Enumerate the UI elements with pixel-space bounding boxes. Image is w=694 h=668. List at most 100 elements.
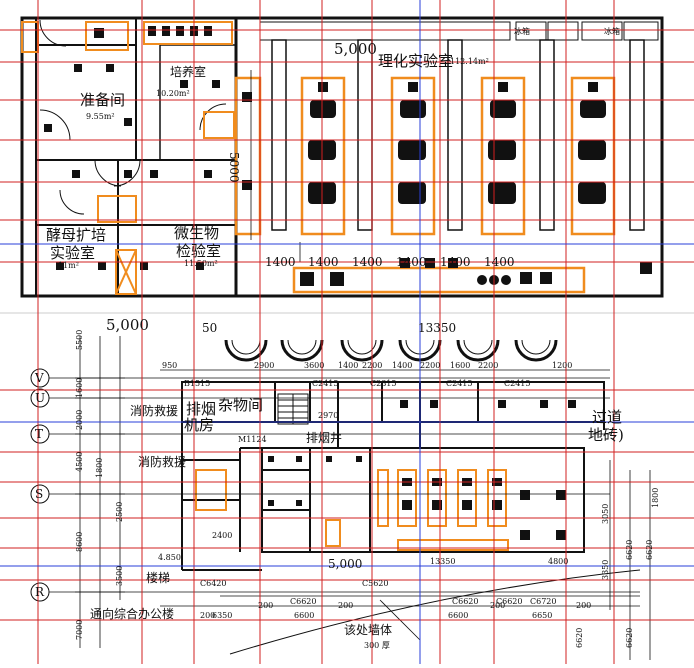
dim-5000-b: 5,000 — [328, 557, 363, 571]
yeast-lab-label-2: 实验室 — [50, 244, 96, 262]
culture-room-label: 培养室 — [170, 65, 207, 79]
corridor-label-2: 地砖) — [588, 426, 624, 444]
wall-thickness-label: 300 厚 — [364, 641, 390, 650]
lab-bench — [390, 76, 436, 236]
bottom-dim: 200 — [258, 601, 274, 610]
top-dim-5000: 5,000 — [334, 40, 377, 58]
right-dim: 6620 — [625, 627, 634, 648]
left-dim: 5500 — [75, 329, 84, 350]
dim-50: 50 — [202, 321, 218, 335]
lab-bench — [300, 76, 346, 236]
equipment-bench — [203, 111, 235, 139]
top-dim: 1400 — [338, 361, 359, 370]
micro-lab-area: 11.50m² — [184, 259, 218, 268]
dim-13350: 13350 — [418, 321, 457, 335]
window-code: C2415 — [504, 379, 531, 388]
lab-bench — [480, 76, 526, 236]
fire-pump-label: 消防救援 — [130, 404, 179, 418]
top-lab-bench-equipment — [242, 82, 652, 286]
left-dim-column — [75, 336, 125, 648]
fire-pump-label-2: 消防救援 — [138, 455, 187, 469]
window-code: C6720 — [530, 597, 557, 606]
yeast-lab-label-1: 酵母扩培 — [46, 226, 107, 244]
door-code: M1124 — [238, 435, 267, 444]
axis-s: S — [35, 487, 44, 501]
top-dim: 3600 — [304, 361, 325, 370]
dim-1400: 1400 — [265, 255, 296, 269]
axis-u: U — [35, 391, 46, 405]
left-dim: 4500 — [75, 451, 84, 472]
window-code: C6620 — [290, 597, 317, 606]
bottom-dim: 6600 — [294, 611, 315, 620]
left-dim: 2500 — [115, 501, 124, 522]
left-dim: 7000 — [75, 619, 84, 640]
bottom-tanks — [224, 339, 558, 362]
dim-1400: 1400 — [396, 255, 427, 269]
top-dim: 2200 — [478, 361, 499, 370]
stair — [277, 393, 309, 425]
top-dim-5000-vertical: 5000 — [227, 152, 241, 183]
door-arc — [39, 19, 67, 47]
bottom-dim: 200 — [576, 601, 592, 610]
left-dim: 2000 — [75, 409, 84, 430]
dim-3350: 3350 — [601, 559, 610, 580]
culture-room-area: 10.20m² — [156, 89, 190, 98]
window-code: C6620 — [452, 597, 479, 606]
micro-lab-label-2: 检验室 — [176, 242, 222, 260]
smoke-room-label-2: 机房 — [184, 416, 215, 434]
bottom-curve-wall — [229, 569, 641, 655]
prep-room-label: 准备间 — [80, 91, 126, 109]
top-dim: 1400 — [392, 361, 413, 370]
dim-1800: 1800 — [651, 487, 660, 508]
window-code: C2415 — [312, 379, 339, 388]
top-lab-columns — [271, 39, 645, 231]
fridge-label: 冰箱 — [514, 27, 530, 36]
axis-bubbles — [30, 368, 50, 602]
dim-1400: 1400 — [308, 255, 339, 269]
smoke-shaft-label: 排烟井 — [306, 431, 343, 445]
dim-1400: 1400 — [352, 255, 383, 269]
bottom-dim: 6600 — [448, 611, 469, 620]
window-code: B1515 — [184, 379, 211, 388]
door-arc — [59, 189, 85, 215]
axis-v: V — [35, 371, 44, 385]
bottom-dim: 200 — [490, 601, 506, 610]
dim-4850: 4.850 — [158, 553, 181, 562]
window-code: C2815 — [370, 379, 397, 388]
right-dim: 6620 — [645, 539, 654, 560]
chem-lab-area: 112.14m² — [450, 57, 489, 66]
window-code: C2415 — [446, 379, 473, 388]
axis-t: T — [35, 427, 44, 441]
axis-r: R — [35, 585, 45, 599]
prep-room-area: 9.55m² — [86, 112, 115, 121]
storage-label: 杂物间 — [218, 396, 264, 414]
bottom-dim: 6350 — [212, 611, 233, 620]
window-code: C6620 — [496, 597, 523, 606]
left-dim: 8600 — [75, 531, 84, 552]
yeast-lab-area: 11m² — [58, 261, 79, 270]
smoke-room-label-1: 排烟 — [186, 400, 217, 418]
right-dim: 6620 — [575, 627, 584, 648]
top-plan — [20, 16, 664, 298]
chem-lab-label: 理化实验室 — [378, 52, 454, 70]
equipment-bench — [143, 21, 233, 45]
window-code: C6420 — [200, 579, 227, 588]
lab-bench-bottom — [292, 266, 586, 294]
equipment-bench — [85, 21, 129, 51]
top-dim: 2900 — [254, 361, 275, 370]
bottom-lab-benches — [195, 469, 509, 551]
window-code: C5620 — [362, 579, 389, 588]
dim-2970: 2970 — [318, 411, 339, 420]
top-dim: 1200 — [552, 361, 573, 370]
bottom-dim: 200 — [338, 601, 354, 610]
right-dim-column — [609, 460, 651, 660]
bottom-dim: 200 — [200, 611, 216, 620]
top-outer-wall — [20, 16, 664, 298]
office-link-label: 通向综合办公楼 — [90, 607, 175, 621]
left-dim: 1800 — [95, 457, 104, 478]
equipment-bench — [97, 195, 137, 223]
dim-2400: 2400 — [212, 531, 233, 540]
